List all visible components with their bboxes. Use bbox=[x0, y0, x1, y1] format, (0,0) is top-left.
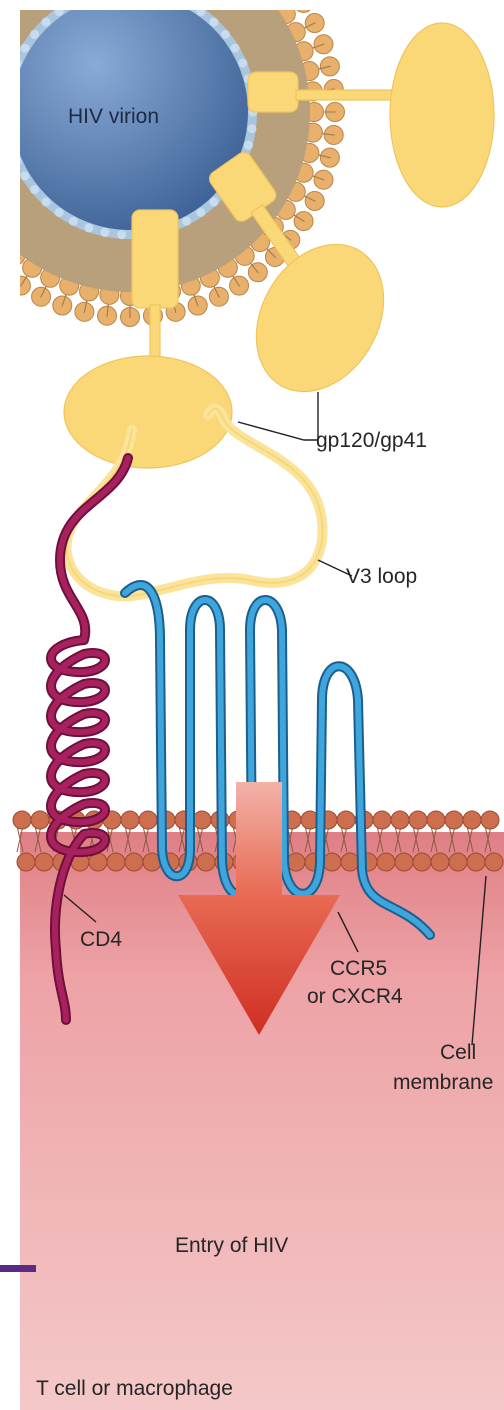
accent-bar bbox=[0, 1265, 36, 1272]
membrane-label-line2: membrane bbox=[393, 1070, 493, 1096]
gp41-stem-right bbox=[296, 90, 406, 100]
gp41-stalk-bottom bbox=[132, 210, 178, 308]
coreceptor-label-line1: CCR5 bbox=[330, 956, 387, 982]
envelope-leader bbox=[238, 392, 318, 440]
virion-label: HIV virion bbox=[68, 104, 159, 130]
envelope-label: gp120/gp41 bbox=[316, 428, 427, 454]
top-margin-mask bbox=[0, 0, 504, 10]
host-cell-label: T cell or macrophage bbox=[36, 1376, 233, 1402]
gp120-head-right bbox=[390, 23, 494, 207]
left-margin-mask bbox=[0, 0, 20, 340]
entry-label: Entry of HIV bbox=[175, 1233, 288, 1259]
coreceptor-label-line2: or CXCR4 bbox=[307, 984, 403, 1010]
v3-loop-label: V3 loop bbox=[346, 564, 417, 590]
cd4-label: CD4 bbox=[80, 927, 122, 953]
gp41-stalk-right bbox=[248, 72, 298, 112]
membrane-label-line1: Cell bbox=[440, 1040, 476, 1066]
